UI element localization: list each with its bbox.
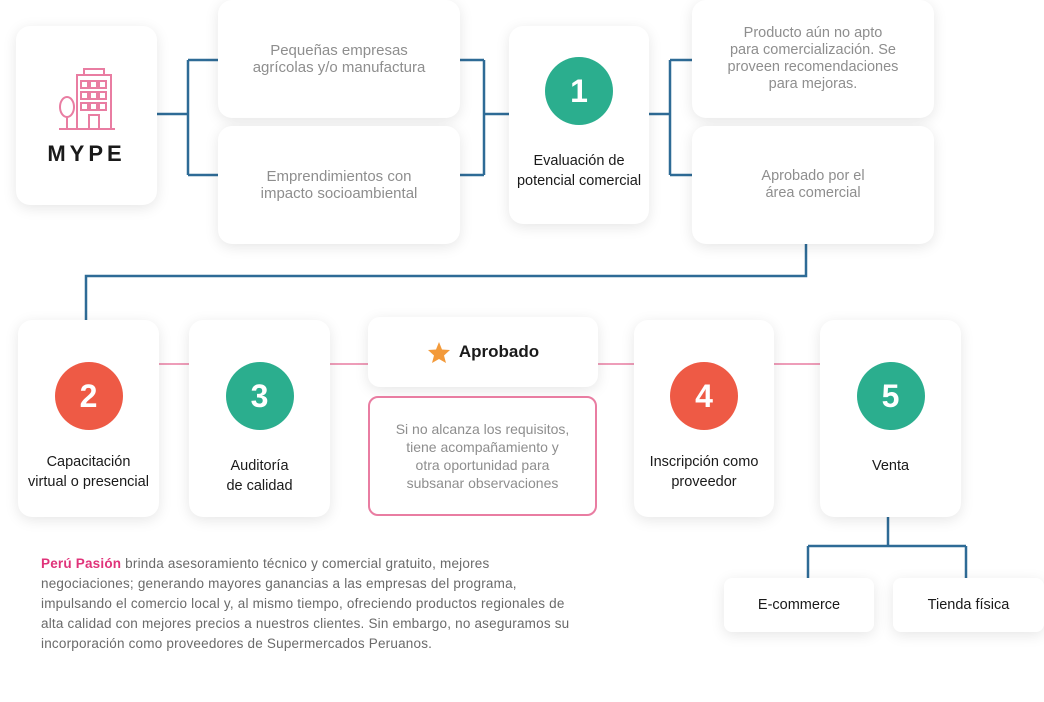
store-label: Tienda física	[927, 597, 1010, 613]
step4-card: 4 Inscripción como proveedor	[634, 320, 774, 517]
approved-commercial-label: Aprobado por el área comercial	[761, 168, 865, 201]
approved-commercial-card: Aprobado por el área comercial	[692, 126, 934, 244]
channels-bracket	[806, 516, 968, 578]
not-ready-card: Producto aún no apto para comercializaci…	[692, 0, 934, 118]
not-ready-label: Producto aún no apto para comercializaci…	[727, 25, 899, 92]
mype-label: MYPE	[47, 140, 126, 166]
approved-to-step2-line	[84, 244, 808, 320]
program-description-text: brinda asesoramiento técnico y comercial…	[41, 556, 570, 651]
ventures-label: Emprendimientos con impacto socioambient…	[260, 168, 418, 202]
step5-card: 5 Venta	[820, 320, 961, 517]
outcomes-bracket	[649, 58, 692, 177]
brand-name: Perú Pasión	[41, 556, 122, 571]
step2-card: 2 Capacitación virtual o presencial	[18, 320, 159, 517]
program-description: Perú Pasión brinda asesoramiento técnico…	[41, 554, 581, 654]
step3-circle: 3	[225, 362, 294, 430]
step3-card: 3 Auditoría de calidad	[189, 320, 330, 517]
mype-card: MYPE	[16, 26, 157, 205]
retry-note-text: Si no alcanza los requisitos, tiene acom…	[395, 421, 570, 491]
step1-card: 1 Evaluación de potencial comercial	[509, 26, 649, 224]
step4-circle: 4	[670, 362, 738, 430]
step1-label: Evaluación de potencial comercial	[516, 153, 642, 189]
step2-circle: 2	[54, 362, 123, 430]
ventures-card: Emprendimientos con impacto socioambient…	[218, 126, 460, 244]
retry-note: Si no alcanza los requisitos, tiene acom…	[368, 396, 597, 516]
small-businesses-card: Pequeñas empresas agrícolas y/o manufact…	[218, 0, 460, 118]
store-card: Tienda física	[893, 578, 1044, 632]
approved-badge-label: Aprobado	[458, 342, 540, 361]
step1-circle: 1	[545, 57, 613, 125]
star-icon	[427, 341, 450, 363]
ecommerce-label: E-commerce	[757, 597, 841, 613]
approved-badge-card: Aprobado	[368, 317, 598, 387]
step2-label: Capacitación virtual o presencial	[28, 454, 149, 490]
approved-badge: Aprobado	[427, 341, 539, 364]
ecommerce-card: E-commerce	[724, 578, 874, 632]
mype-bracket	[157, 58, 218, 177]
inputs-bracket	[460, 58, 509, 177]
step5-circle: 5	[856, 362, 925, 430]
step3-label: Auditoría de calidad	[226, 458, 293, 494]
step5-label: Venta	[871, 458, 910, 474]
small-businesses-label: Pequeñas empresas agrícolas y/o manufact…	[252, 42, 426, 76]
step4-label: Inscripción como proveedor	[649, 454, 759, 490]
building-icon	[58, 67, 115, 130]
